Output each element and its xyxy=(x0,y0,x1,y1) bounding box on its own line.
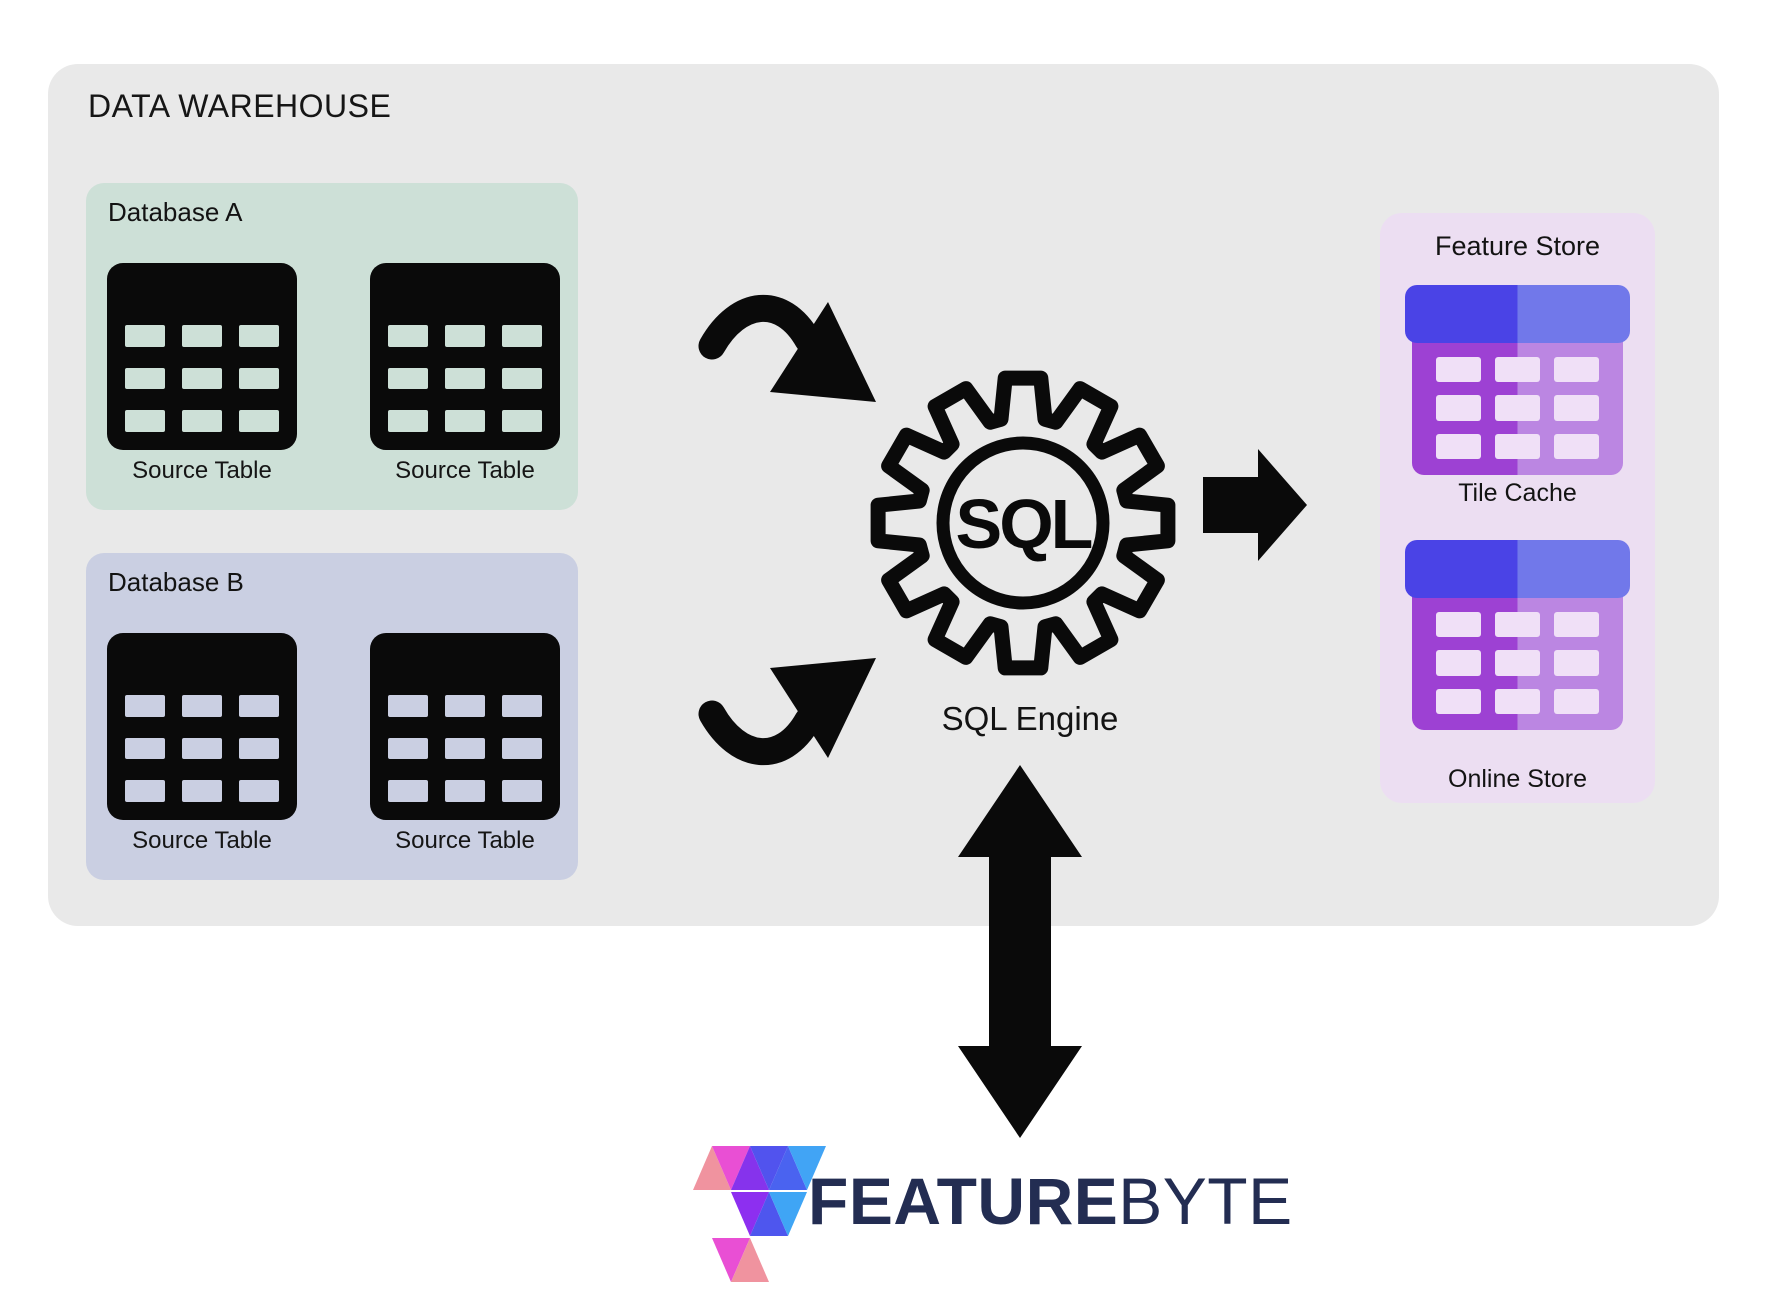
table-grid-icon xyxy=(370,263,560,450)
data-warehouse-title: DATA WAREHOUSE xyxy=(88,88,392,124)
feature-table-header xyxy=(1405,540,1630,598)
table-cells xyxy=(125,695,279,802)
feature-table-body xyxy=(1412,590,1623,730)
database-a-group: Database A Source Table Source Table xyxy=(86,183,578,510)
tile-cache-label: Tile Cache xyxy=(1458,479,1577,507)
table-cells xyxy=(1436,357,1599,459)
sql-engine-label: SQL Engine xyxy=(941,700,1119,737)
online-store-label: Online Store xyxy=(1448,765,1587,793)
featurebyte-wordmark: FEATUREBYTE xyxy=(808,1166,1293,1236)
feature-table-body xyxy=(1412,335,1623,475)
data-warehouse-panel: DATA WAREHOUSE Database A Source Table S… xyxy=(48,64,1719,926)
featurebyte-triangles-icon xyxy=(693,1146,826,1282)
gear-inner-ring xyxy=(936,436,1110,610)
database-a-title: Database A xyxy=(108,197,243,227)
feature-store-panel: Feature Store Tile Cache Online Store xyxy=(1380,213,1655,803)
database-b-group: Database B Source Table Source Table xyxy=(86,553,578,880)
source-table-label: Source Table xyxy=(395,827,535,854)
table-grid-icon xyxy=(107,263,297,450)
table-cells xyxy=(125,325,279,432)
feature-table-icon xyxy=(1405,285,1630,475)
feature-table-icon xyxy=(1405,540,1630,730)
gear-teeth xyxy=(870,370,1176,676)
feature-store-title: Feature Store xyxy=(1434,231,1601,261)
feature-table-header xyxy=(1405,285,1630,343)
source-table-label: Source Table xyxy=(132,827,272,854)
table-cells xyxy=(388,325,542,432)
table-grid-icon xyxy=(370,633,560,820)
table-grid-icon xyxy=(107,633,297,820)
source-table-label: Source Table xyxy=(395,457,535,484)
brand-text-byte: BYTE xyxy=(1118,1164,1293,1238)
sql-icon-text: SQL xyxy=(956,485,1092,563)
source-table-label: Source Table xyxy=(132,457,272,484)
table-cells xyxy=(1436,612,1599,714)
table-cells xyxy=(388,695,542,802)
gear-icon: SQL xyxy=(870,370,1176,676)
brand-text-feature: FEATURE xyxy=(808,1164,1119,1238)
database-b-title: Database B xyxy=(108,567,244,597)
